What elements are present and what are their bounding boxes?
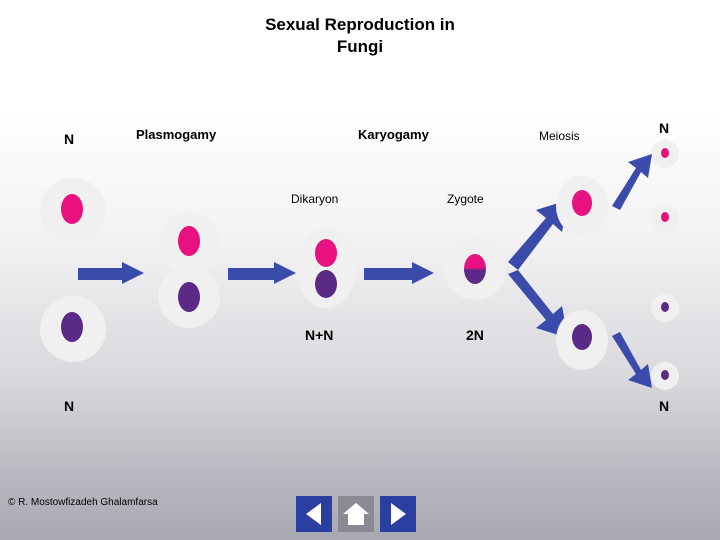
nucleus-purple-icon xyxy=(661,370,669,380)
karyogamy-label: Karyogamy xyxy=(358,127,429,142)
arrow-zygote xyxy=(364,262,438,284)
nav-back-button[interactable] xyxy=(296,496,332,532)
spore-2 xyxy=(651,204,679,232)
meiosis-label: Meiosis xyxy=(539,129,580,143)
bottom-nav xyxy=(0,484,720,540)
arrow-meiosis-up-icon xyxy=(508,200,568,270)
back-arrow-icon xyxy=(296,496,332,532)
nav-home-button[interactable] xyxy=(338,496,374,532)
nucleus-pink-icon xyxy=(661,148,669,158)
spore-3 xyxy=(651,294,679,322)
nucleus-pink-icon xyxy=(178,226,200,256)
nucleus-pink-icon xyxy=(572,190,592,216)
home-icon xyxy=(338,496,374,532)
zygote-label: Zygote xyxy=(447,192,484,206)
nucleus-purple-icon xyxy=(315,270,337,298)
spore-1 xyxy=(651,140,679,168)
n-label-bottom-right: N xyxy=(659,398,670,414)
n-label-bottom-left: N xyxy=(64,398,75,414)
ploidy-zygote: 2N xyxy=(466,327,484,343)
arrow-meiosis-up xyxy=(506,198,576,272)
forward-arrow-icon xyxy=(380,496,416,532)
zygote-cell xyxy=(444,238,506,300)
arrow-spore-fork-upper xyxy=(608,150,654,212)
meiosis-cell-lower xyxy=(556,310,608,370)
title-line-1: Sexual Reproduction in xyxy=(265,15,455,34)
nucleus-purple-icon xyxy=(572,324,592,350)
spore-4 xyxy=(651,362,679,390)
dikaryon-cell xyxy=(296,228,356,308)
nav-forward-button[interactable] xyxy=(380,496,416,532)
nucleus-purple-icon xyxy=(178,282,200,312)
arrow-meiosis-down xyxy=(506,268,576,342)
haploid-cell-pink xyxy=(40,178,106,244)
arrow-spore-fork-lower xyxy=(608,330,654,392)
plasmogamy-cell-upper xyxy=(158,212,220,274)
haploid-cell-purple xyxy=(40,296,106,362)
nucleus-diploid-icon xyxy=(464,254,486,284)
ploidy-dikaryon: N+N xyxy=(305,327,334,343)
arrow-spore-fork-upper-icon xyxy=(612,154,652,210)
dikaryon-label: Dikaryon xyxy=(291,192,339,206)
credit-text: © R. Mostowfizadeh Ghalamfarsa xyxy=(8,497,158,508)
nucleus-pink-icon xyxy=(661,212,669,222)
arrow-karyogamy xyxy=(228,262,300,284)
arrow-spore-fork-lower-icon xyxy=(612,332,652,388)
arrow-plasmogamy xyxy=(78,262,148,284)
plasmogamy-cell-lower xyxy=(158,266,220,328)
nucleus-purple-icon xyxy=(61,312,83,342)
n-label-top-left: N xyxy=(64,131,75,147)
plasmogamy-label: Plasmogamy xyxy=(136,127,217,142)
nucleus-pink-icon xyxy=(315,239,337,267)
page-title: Sexual Reproduction in Fungi xyxy=(0,14,720,58)
nucleus-pink-icon xyxy=(61,194,83,224)
nucleus-purple-icon xyxy=(661,302,669,312)
n-label-top-right: N xyxy=(659,120,670,136)
arrow-meiosis-down-icon xyxy=(508,270,568,338)
title-line-2: Fungi xyxy=(336,37,384,56)
meiosis-cell-upper xyxy=(556,176,608,236)
